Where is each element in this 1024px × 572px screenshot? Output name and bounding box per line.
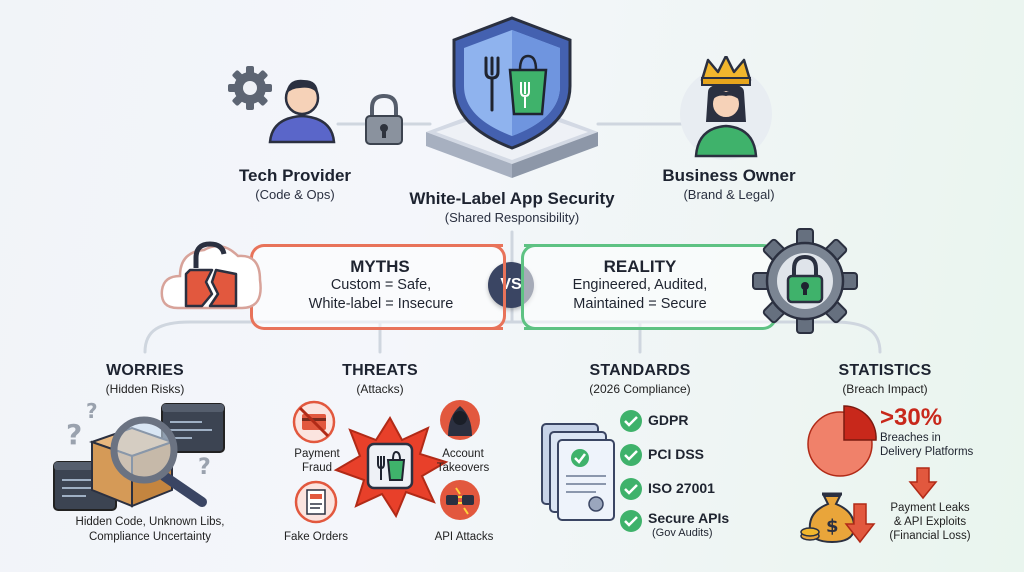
developer-icon — [268, 79, 336, 144]
business-owner-illustration — [680, 56, 772, 160]
question-mark-icon: ? — [198, 455, 211, 480]
standard-pci-dss: PCI DSS — [648, 446, 705, 462]
myths-panel-edge — [481, 244, 506, 330]
myths-title: MYTHS — [350, 257, 410, 276]
statistics-subtitle: (Breach Impact) — [842, 382, 928, 396]
worries-caption-2: Compliance Uncertainty — [88, 531, 212, 543]
statistics-loss-3: (Financial Loss) — [889, 530, 971, 542]
gear-icon — [228, 66, 272, 110]
pie-slice-breaches — [843, 405, 877, 441]
svg-text:$: $ — [826, 516, 839, 537]
tech-provider-group — [220, 60, 420, 210]
business-owner-title: Business Owner — [662, 166, 796, 185]
padlock-icon — [365, 93, 403, 145]
check-circle-icon — [620, 410, 642, 432]
loss-arrow-icon — [844, 503, 876, 544]
standards-subtitle: (2026 Compliance) — [589, 382, 691, 396]
magnifying-glass-icon — [110, 416, 207, 507]
myths-line1: Custom = Safe, — [330, 277, 432, 293]
standards-title: STANDARDS — [589, 362, 691, 379]
statistics-big-sub-2: Delivery Platforms — [880, 446, 974, 458]
attack-burst-icon — [333, 416, 449, 519]
question-mark-icon: ? — [86, 399, 98, 423]
business-owner-icon — [694, 84, 758, 158]
payment-card-icon — [292, 400, 336, 444]
center-subtitle: (Shared Responsibility) — [444, 210, 580, 225]
api-plug-icon — [440, 480, 480, 520]
threats-illustration — [292, 400, 480, 524]
standard-secure-apis: Secure APIs — [648, 510, 730, 526]
certificate-document-icon — [541, 423, 615, 521]
standard-secure-apis-sub: (Gov Audits) — [652, 527, 713, 539]
crown-icon — [700, 56, 752, 86]
center-title: White-Label App Security — [409, 189, 615, 208]
check-circle-icon — [620, 510, 642, 532]
myths-line2: White-label = Insecure — [308, 296, 454, 312]
tech-provider-title: Tech Provider — [238, 166, 352, 185]
gear-lock-icon — [752, 228, 858, 334]
shield-platform-illustration — [426, 16, 598, 178]
standard-iso-27001: ISO 27001 — [648, 480, 715, 496]
statistics-title: STATISTICS — [838, 362, 932, 379]
breach-pie-chart — [807, 405, 877, 477]
worries-caption-1: Hidden Code, Unknown Libs, — [75, 516, 225, 528]
worries-title: WORRIES — [106, 362, 184, 379]
threat-payment-fraud-2: Fraud — [301, 462, 333, 474]
shopping-bag-icon — [508, 54, 548, 116]
reality-panel-edge — [521, 244, 546, 330]
coins-icon — [800, 527, 820, 541]
reality-line1: Engineered, Audited, — [572, 277, 708, 293]
cloud-icon — [160, 244, 262, 310]
check-circle-icon — [620, 444, 642, 466]
worries-subtitle: (Hidden Risks) — [105, 382, 185, 396]
threat-account-takeovers-2: Takeovers — [436, 462, 490, 474]
money-loss-illustration: $ — [800, 492, 876, 544]
statistics-big-number: >30% — [880, 404, 943, 431]
threat-payment-fraud-1: Payment — [294, 448, 340, 460]
threat-fake-orders: Fake Orders — [284, 531, 348, 543]
threats-title: THREATS — [342, 362, 418, 379]
threat-account-takeovers-1: Account — [442, 448, 484, 460]
reality-line2: Maintained = Secure — [573, 296, 707, 312]
myths-panel — [250, 244, 503, 330]
business-owner-subtitle: (Brand & Legal) — [683, 187, 775, 202]
reality-panel — [524, 244, 777, 330]
tech-provider-subtitle: (Code & Ops) — [255, 187, 335, 202]
fake-receipt-icon — [294, 480, 338, 524]
myths-illustration — [160, 241, 262, 310]
question-mark-icon: ? — [66, 418, 82, 451]
reality-illustration — [752, 228, 858, 334]
money-bag-icon: $ — [808, 492, 856, 544]
down-arrow-icon — [908, 467, 938, 500]
threats-subtitle: (Attacks) — [356, 382, 404, 396]
worries-illustration: ? ? ? — [53, 399, 225, 511]
statistics-loss-2: & API Exploits — [893, 516, 967, 528]
reality-title: REALITY — [603, 257, 677, 276]
tech-provider-illustration — [228, 66, 403, 145]
fork-icon — [484, 56, 500, 112]
standards-checks — [620, 410, 642, 532]
threat-api-attacks: API Attacks — [434, 531, 494, 543]
check-circle-icon — [620, 478, 642, 500]
broken-lock-icon — [184, 241, 238, 308]
code-window-icon — [161, 403, 225, 453]
certificate-illustration — [541, 423, 615, 521]
statistics-big-sub-1: Breaches in — [880, 432, 941, 444]
hacker-icon — [440, 400, 480, 440]
standard-gdpr: GDPR — [648, 412, 689, 428]
statistics-loss-1: Payment Leaks — [890, 502, 970, 514]
